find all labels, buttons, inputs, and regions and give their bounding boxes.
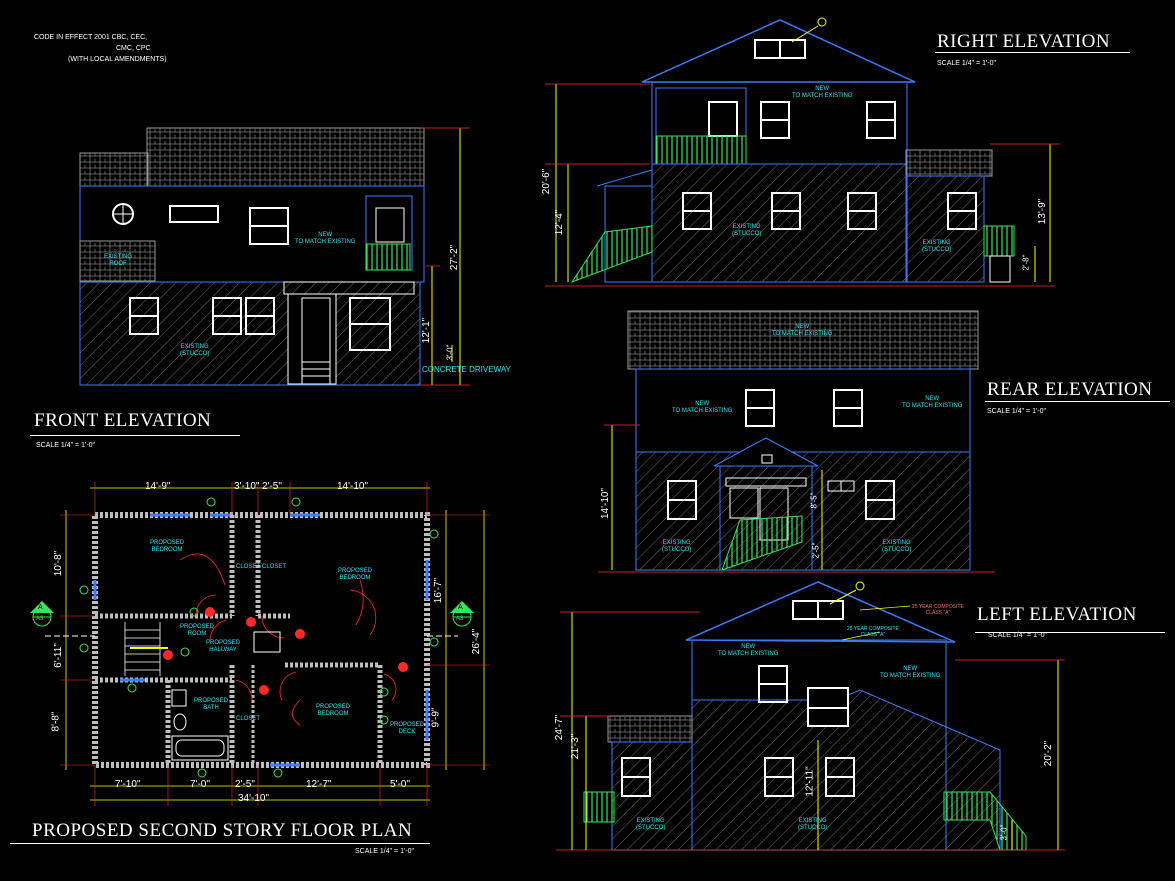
plan-room-hallway: PROPOSED HALLWAY [206, 640, 241, 653]
front-dim-small: 3'-0" [445, 344, 455, 361]
right-dim-c: 13'-9" [1037, 198, 1049, 225]
right-elevation-scale: SCALE 1/4" = 1'-0" [937, 60, 997, 67]
plan-top-dim-2: 3'-10" [234, 481, 260, 492]
right-elevation-drawing [545, 19, 1060, 287]
plan-right-dim-1: 16'-7" [433, 577, 445, 604]
plan-bottom-dim-2: 7'-0" [190, 779, 210, 790]
left-dim-d: 20'-2" [1043, 740, 1055, 767]
left-dim-b: 21'-3" [570, 733, 582, 760]
rear-dim-a: 14'-10" [600, 487, 612, 520]
floor-plan-drawing [30, 482, 490, 806]
plan-bottom-dim-4: 12'-7" [306, 779, 332, 790]
left-elevation-drawing [556, 581, 1065, 851]
right-tag-new: NEW TO MATCH EXISTING [792, 86, 853, 99]
plan-room-proposed: PROPOSED ROOM [180, 624, 215, 637]
left-tag-roof: 25 YEAR COMPOSITE CLASS "A" [912, 604, 964, 616]
floor-plan-scale: SCALE 1/4" = 1'-0" [355, 848, 415, 855]
right-dim-d: 2'-8" [1021, 254, 1031, 271]
front-dim-total: 27'-2" [449, 244, 461, 271]
front-dim-lower: 12'-1" [421, 317, 433, 344]
rear-elevation-scale: SCALE 1/4" = 1'-0" [987, 408, 1047, 415]
front-tag-new: NEW TO MATCH EXISTING [295, 232, 356, 245]
left-tag-new-b: NEW TO MATCH EXISTING [880, 666, 941, 679]
rear-dim-b: 8'-5" [809, 492, 819, 509]
section-marker-left: A [38, 604, 43, 611]
plan-top-dim-4: 14'-10" [337, 481, 369, 492]
rear-tag-new-roof: NEW TO MATCH EXISTING [772, 324, 833, 337]
front-tag-existing-roof: EXISTING ROOF [104, 254, 133, 267]
plan-top-dim-1: 14'-9" [145, 481, 171, 492]
plan-room-bath: PROPOSED BATH [194, 698, 229, 711]
plan-bottom-total: 34'-10" [238, 793, 270, 804]
left-dim-e: 3'-0" [999, 824, 1009, 841]
plan-room-closet-3: CLOSET [236, 716, 261, 722]
section-sheet-right: A3 [456, 616, 464, 622]
floor-plan-title-underline [10, 843, 430, 844]
floor-plan-title: PROPOSED SECOND STORY FLOOR PLAN [32, 820, 413, 841]
front-title-underline [30, 435, 240, 436]
plan-room-closet-1: CLOSET [236, 564, 261, 570]
left-title-underline [975, 632, 1165, 633]
plan-bottom-dim-5: 5'-0" [390, 779, 410, 790]
section-marker-right: A [458, 604, 463, 611]
plan-room-deck: PROPOSED DECK [390, 722, 425, 735]
left-elevation-title: LEFT ELEVATION [977, 604, 1137, 625]
plan-room-closet-2: CLOSET [262, 564, 287, 570]
right-tag-existing-stucco-2: EXISTING (STUCCO) [922, 240, 952, 253]
plan-left-dim-1: 10'-8" [53, 550, 65, 577]
rear-tag-new-right: NEW TO MATCH EXISTING [902, 396, 963, 409]
left-tag-existing-mid: EXISTING (STUCCO) [798, 818, 828, 831]
plan-left-dim-2: 6'-11" [52, 643, 64, 668]
front-tag-existing-stucco: EXISTING (STUCCO) [180, 344, 210, 357]
rear-tag-existing-left: EXISTING (STUCCO) [662, 540, 692, 553]
rear-tag-existing-right: EXISTING (STUCCO) [882, 540, 912, 553]
front-elevation-title: FRONT ELEVATION [34, 410, 212, 431]
rear-dim-c: 2'-5" [811, 542, 821, 559]
plan-right-dim-3: 9'-9" [430, 707, 442, 728]
code-note-line3: (WITH LOCAL AMENDMENTS) [68, 56, 167, 63]
code-note-line2: CMC, CPC [116, 45, 151, 52]
left-tag-new-a: NEW TO MATCH EXISTING [718, 644, 779, 657]
left-tag-roof-2: 25 YEAR COMPOSITE CLASS "A" [847, 626, 899, 638]
section-sheet-left: A3 [36, 616, 44, 622]
code-note-line1: CODE IN EFFECT 2001 CBC, CEC, [34, 34, 148, 41]
left-dim-a: 24'-7" [554, 714, 566, 741]
right-title-underline [935, 52, 1130, 53]
plan-bottom-dim-1: 7'-10" [115, 779, 141, 790]
left-elevation-scale: SCALE 1/4" = 1'-0" [988, 632, 1048, 639]
plan-left-dim-3: 8'-8" [50, 711, 62, 732]
front-driveway-label: CONCRETE DRIVEWAY [422, 365, 511, 374]
right-elevation-title: RIGHT ELEVATION [937, 31, 1111, 52]
front-elevation-scale: SCALE 1/4" = 1'-0" [36, 442, 96, 449]
left-tag-existing-left: EXISTING (STUCCO) [636, 818, 666, 831]
rear-elevation-drawing [598, 310, 995, 573]
plan-right-dim-2: 26'-4" [471, 628, 483, 655]
rear-tag-new-left: NEW TO MATCH EXISTING [672, 401, 733, 414]
rear-title-underline [985, 401, 1170, 402]
right-dim-b: 12'-4" [554, 209, 566, 236]
plan-room-bedroom-2: PROPOSED BEDROOM [338, 568, 373, 581]
right-tag-existing-stucco: EXISTING (STUCCO) [732, 224, 762, 237]
plan-top-dim-3: 2'-5" [262, 481, 282, 492]
left-dim-c: 12'-11" [804, 766, 816, 797]
right-dim-a: 20'-6" [541, 168, 553, 195]
plan-room-bedroom-3: PROPOSED BEDROOM [316, 704, 351, 717]
front-elevation-drawing [79, 127, 470, 386]
rear-elevation-title: REAR ELEVATION [987, 379, 1153, 400]
plan-room-bedroom-1: PROPOSED BEDROOM [150, 540, 185, 553]
plan-bottom-dim-3: 2'-5" [235, 779, 255, 790]
